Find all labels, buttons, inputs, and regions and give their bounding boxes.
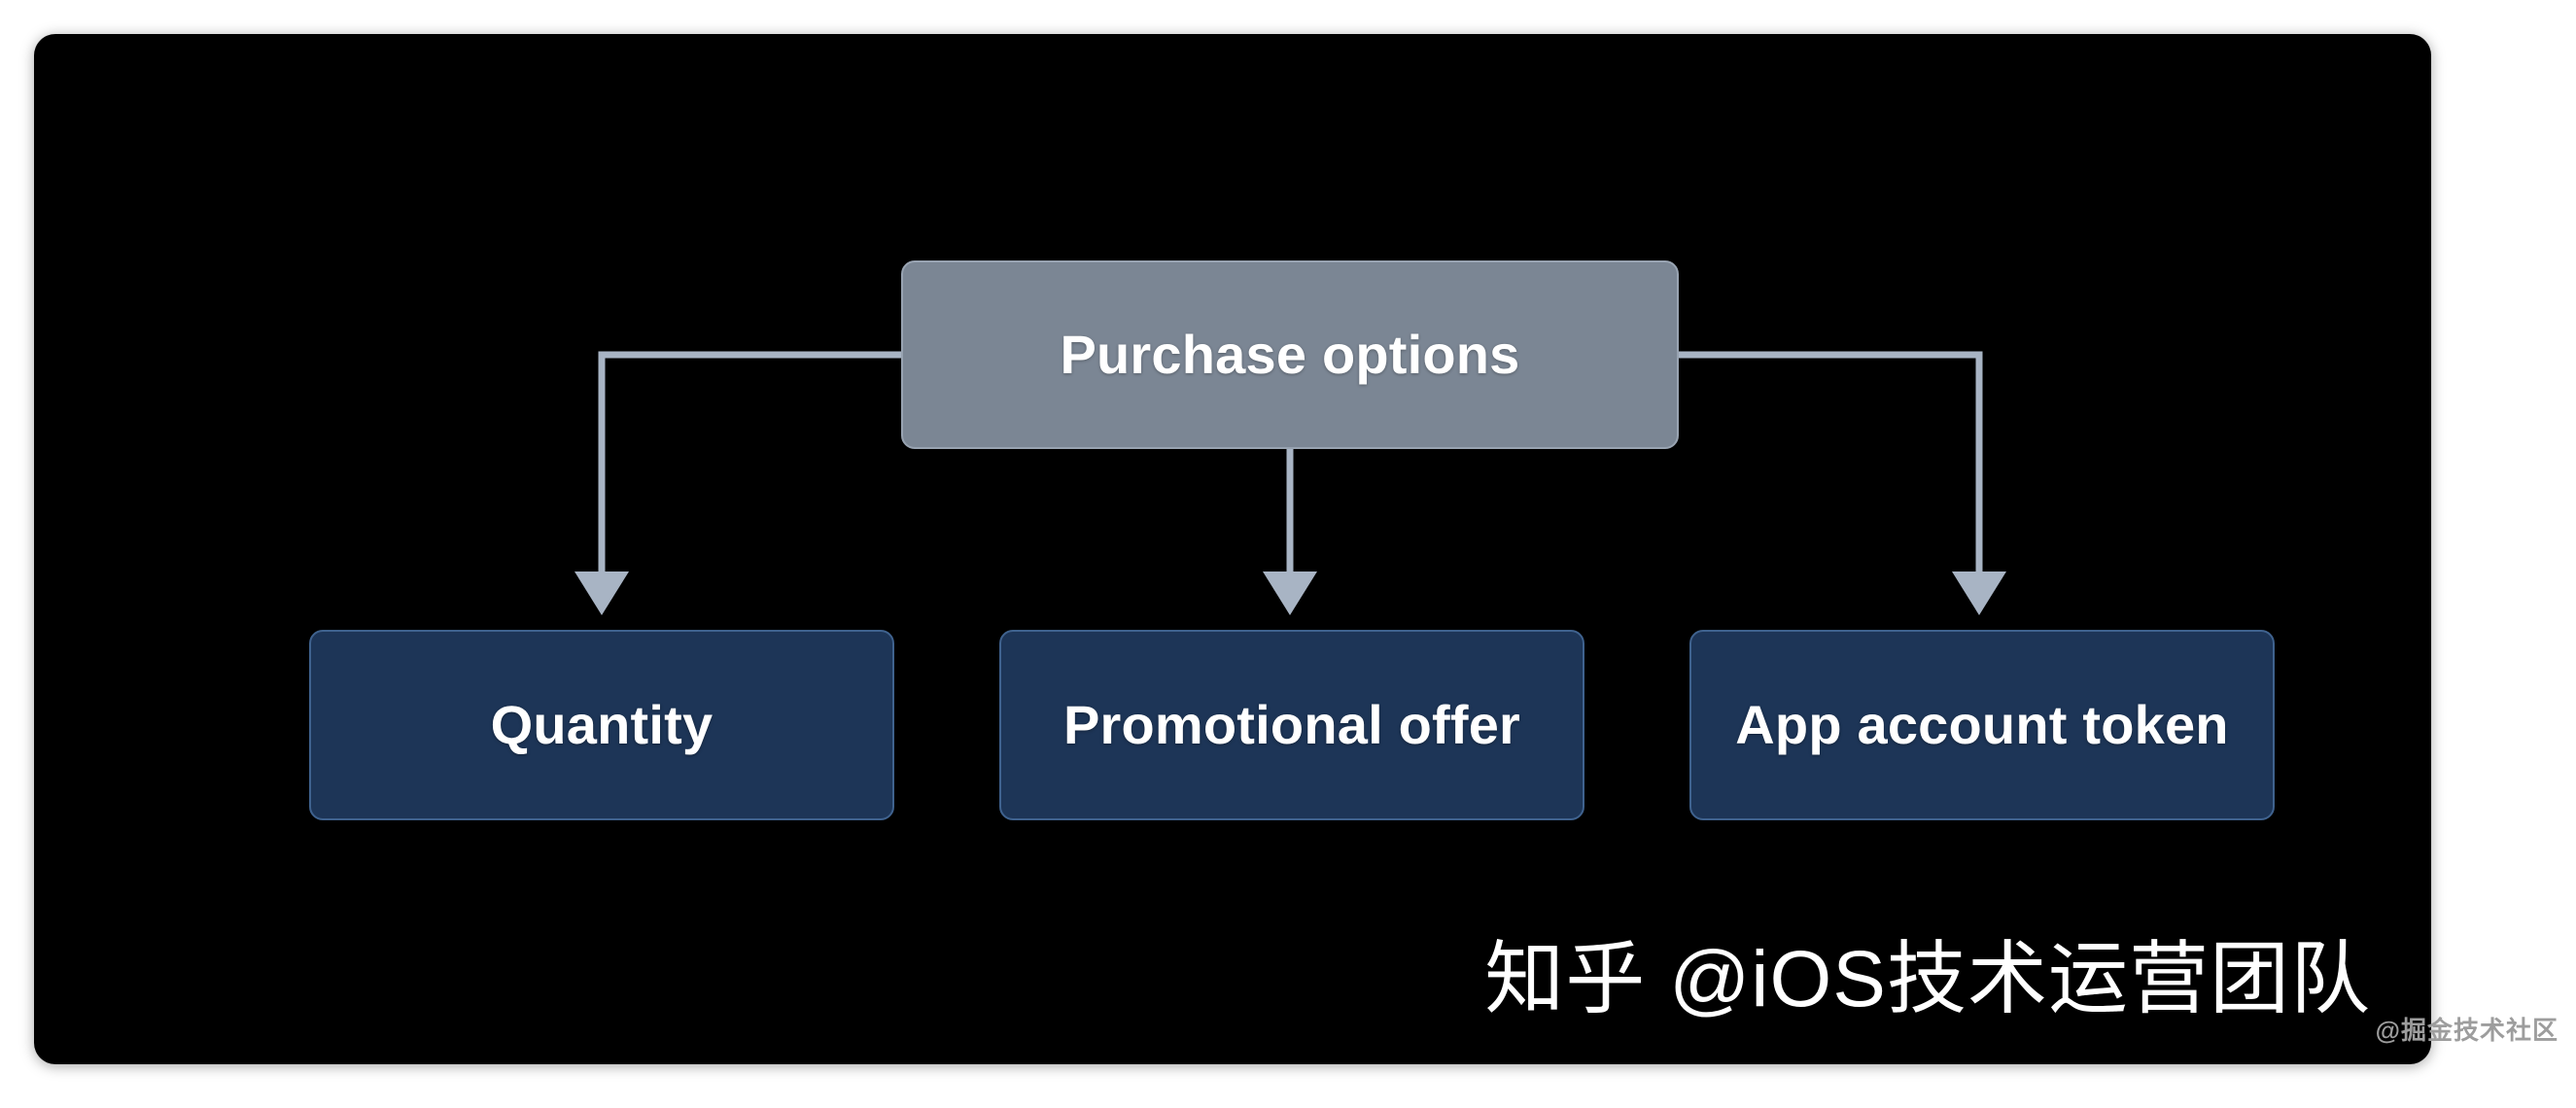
- watermark-juejin: @掘金技术社区: [2375, 1016, 2559, 1045]
- watermark-zhihu: 知乎 @iOS技术运营团队: [1484, 935, 2371, 1023]
- connector-root-to-app-account-token: [1679, 351, 1983, 573]
- arrowhead-icon-app-account-token: [1952, 571, 2006, 615]
- node-purchase-options[interactable]: Purchase options: [901, 260, 1679, 449]
- arrowhead-icon-promotional-offer: [1263, 571, 1317, 615]
- arrowhead-icon-quantity: [574, 571, 629, 615]
- node-quantity[interactable]: Quantity: [309, 630, 894, 820]
- slide-panel: Purchase options Quantity Promotional of…: [34, 34, 2431, 1064]
- node-promotional-offer[interactable]: Promotional offer: [999, 630, 1584, 820]
- connector-layer: [574, 351, 2006, 615]
- node-app-account-token[interactable]: App account token: [1689, 630, 2275, 820]
- connector-root-to-quantity: [598, 351, 901, 573]
